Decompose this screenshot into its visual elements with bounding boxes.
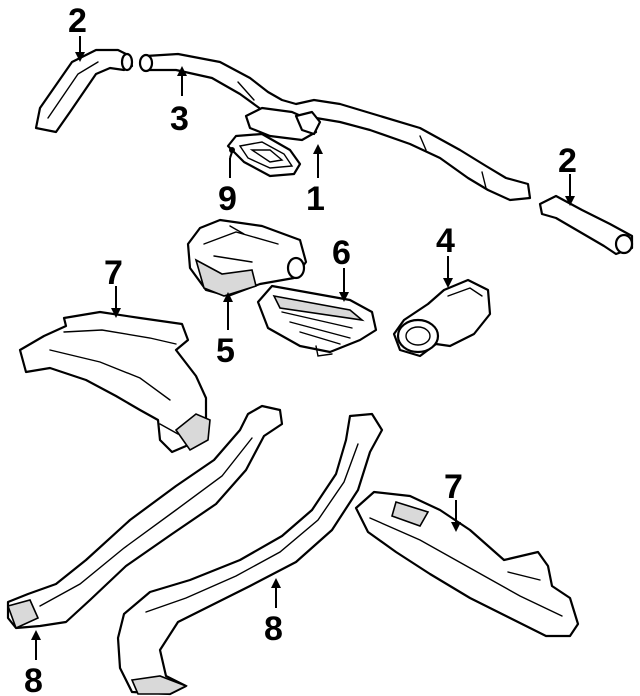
elbow-part-4 [392, 278, 492, 358]
callout-part-9: 9 [218, 180, 237, 218]
hose-part-3 [138, 52, 532, 202]
duct-part-8-center [116, 412, 384, 696]
callout-part-2-right: 2 [558, 142, 577, 180]
callout-part-5: 5 [216, 332, 235, 370]
duct-part-7-right [354, 490, 580, 638]
hose-part-2-left [34, 48, 134, 134]
connector-part-1 [244, 106, 322, 142]
callout-part-2-left: 2 [68, 2, 87, 40]
leader-lines [31, 36, 575, 660]
callout-part-3: 3 [170, 100, 189, 138]
callout-part-7-left: 7 [104, 254, 123, 292]
callout-part-6: 6 [332, 234, 351, 272]
duct-part-8-left [6, 404, 284, 630]
callout-part-8-left: 8 [24, 662, 43, 696]
duct-part-7-left [18, 310, 211, 454]
gasket-part-9 [226, 132, 302, 178]
callout-part-8-center: 8 [264, 610, 283, 648]
callout-part-4: 4 [436, 222, 455, 260]
callout-labels: 2 3 1 9 2 4 6 5 7 7 8 8 [24, 2, 577, 696]
vent-housing-part-5 [186, 218, 308, 298]
hose-part-2-right [538, 194, 634, 256]
callout-part-7-right: 7 [444, 468, 463, 506]
callout-part-1: 1 [306, 180, 325, 218]
register-part-6 [256, 284, 378, 357]
